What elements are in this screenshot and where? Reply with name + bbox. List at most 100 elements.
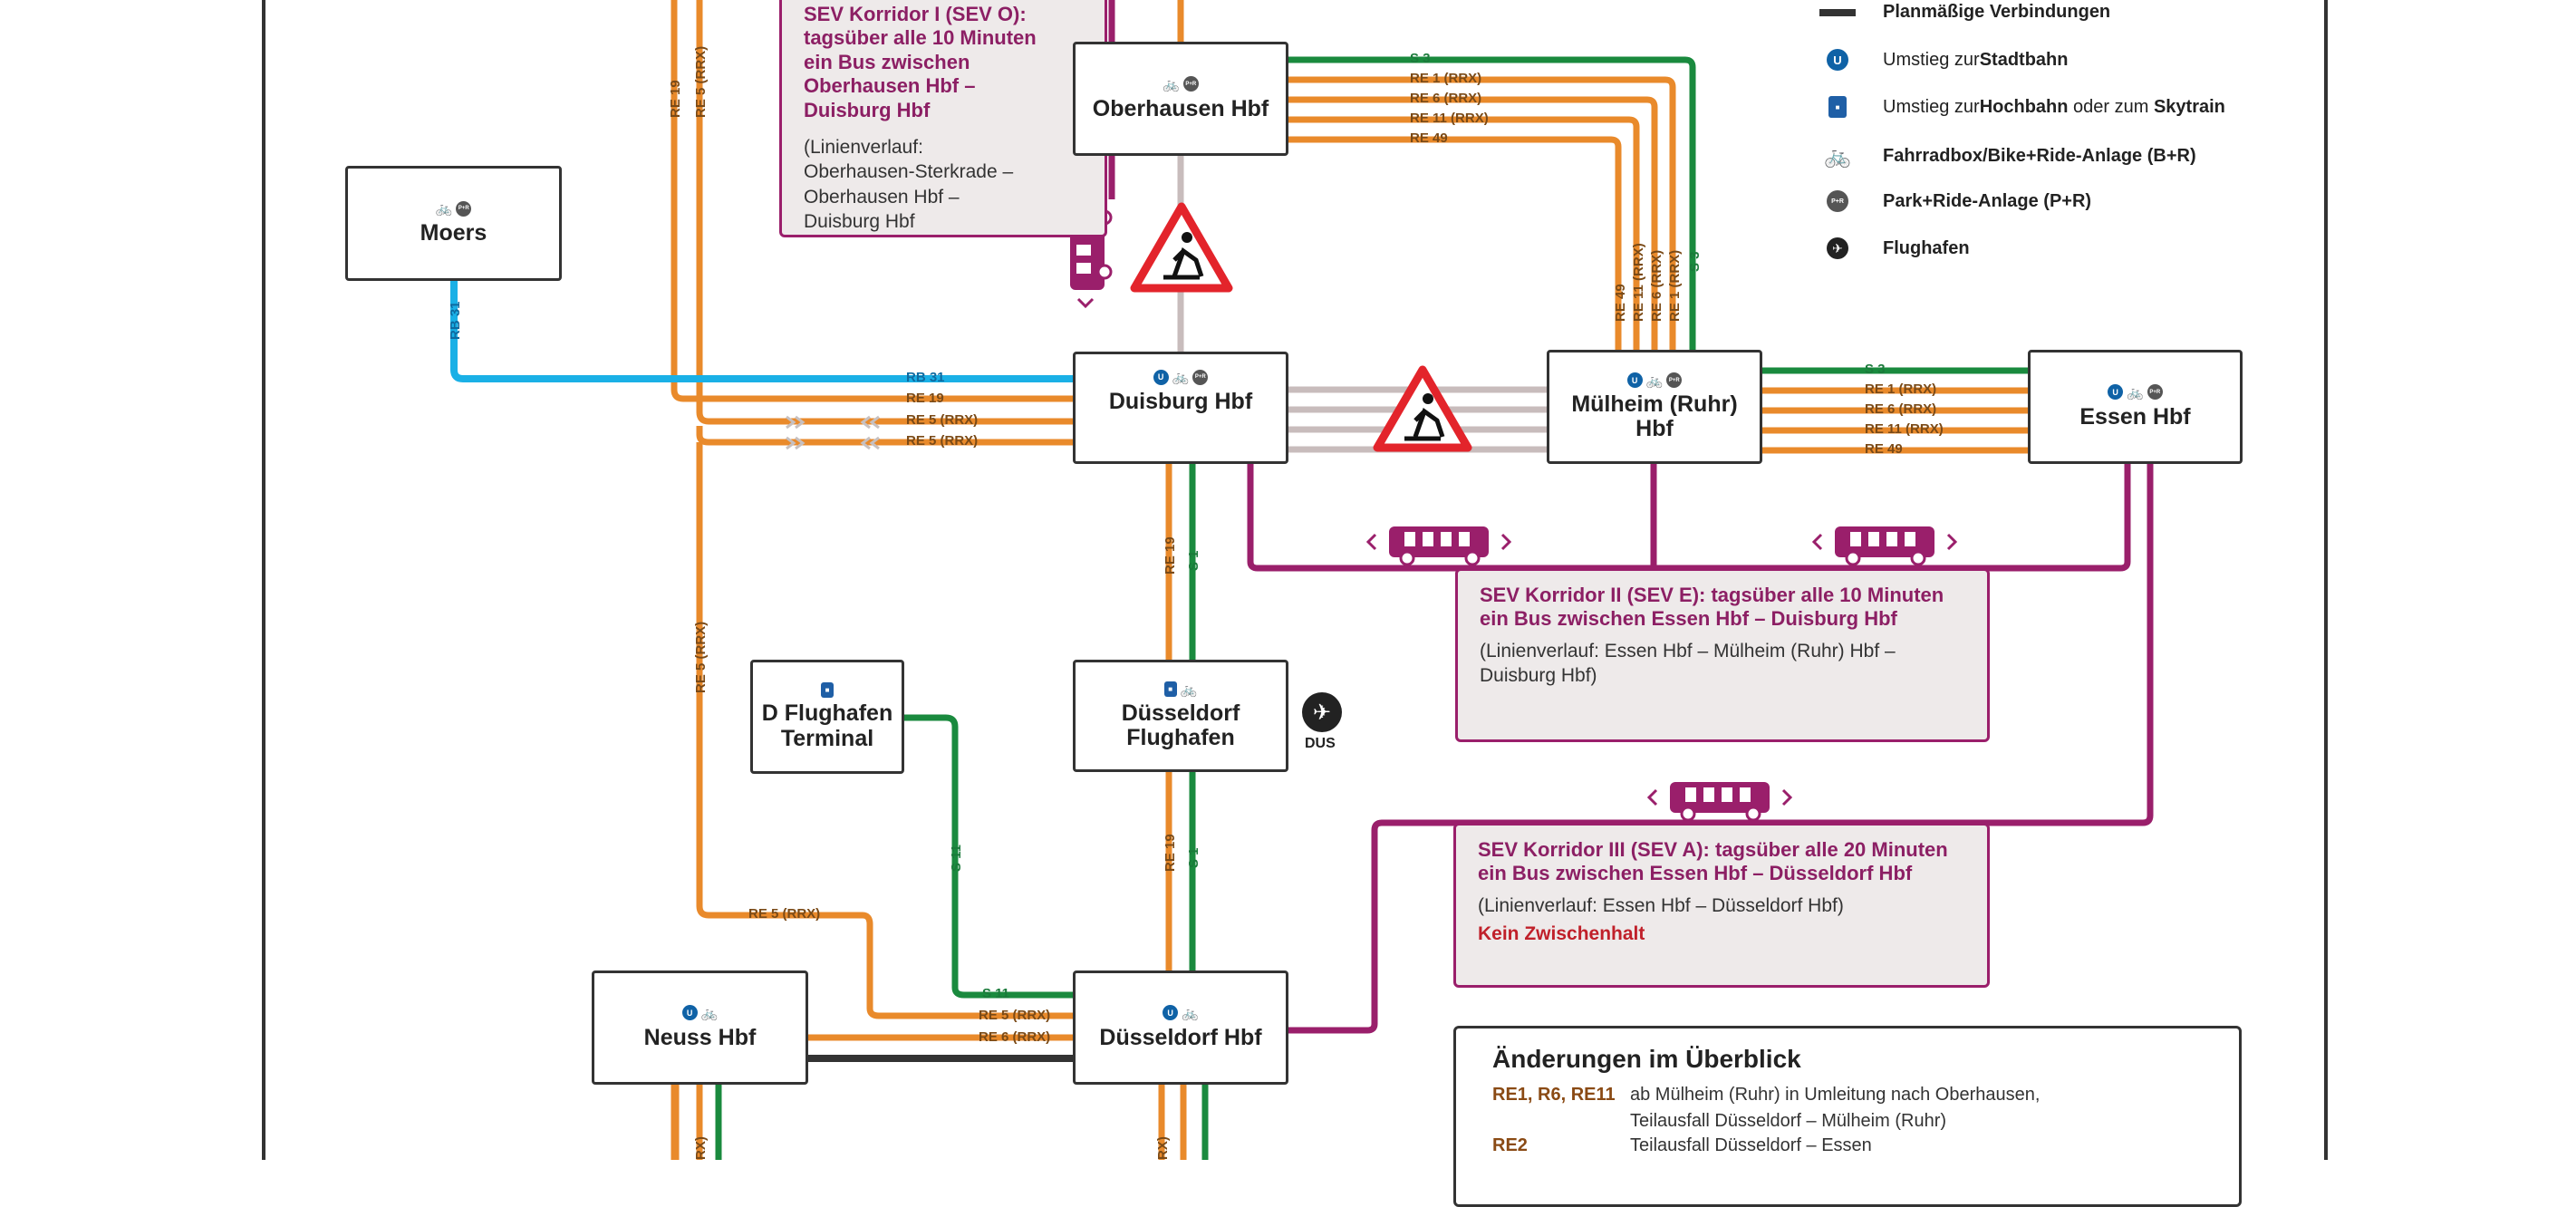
legend-row: 🚲 Fahrradbox/Bike+Ride-Anlage (B+R) — [1819, 143, 2196, 169]
change-key: RE1, R6, RE11 — [1492, 1085, 1616, 1105]
legend-row: P+R Park+Ride-Anlage (P+R) — [1819, 190, 2091, 212]
sev1-route-line: Oberhausen-Sterkrade – — [804, 161, 1014, 183]
changes-title: Änderungen im Überblick — [1492, 1045, 1801, 1073]
sev-corridor-2-route: (Linienverlauf: Essen Hbf – Mülheim (Ruh… — [1480, 639, 1965, 689]
re5-direction-arrows — [786, 415, 880, 450]
line-label: RE 19 — [1163, 834, 1178, 872]
u-bahn-icon: U — [1153, 369, 1169, 385]
u-bahn-icon: U — [1163, 1005, 1179, 1021]
park-ride-icon: P+R — [1666, 372, 1683, 388]
line-label: RB 31 — [906, 370, 945, 385]
u-bahn-icon: U — [2108, 384, 2124, 401]
station-name: Mülheim (Ruhr) — [1571, 391, 1738, 417]
station-d-flughafen-terminal[interactable]: ■ D Flughafen Terminal — [750, 660, 904, 774]
bike-icon: 🚲 — [1172, 370, 1190, 385]
station-name: Hbf — [1635, 416, 1674, 441]
legend-label-bold: Flughafen — [1883, 237, 1970, 258]
u-bahn-icon: U — [1626, 372, 1643, 388]
line-label: RE 1 (RRX) — [1865, 381, 1937, 397]
change-text-line: ab Mülheim (Ruhr) in Umleitung nach Ober… — [1630, 1085, 2041, 1105]
line-label: RE 19 — [668, 80, 683, 118]
park-ride-icon: P+R — [456, 200, 472, 217]
bike-icon: 🚲 — [435, 201, 453, 217]
legend-row: ✈ Flughafen — [1819, 237, 1970, 259]
line-label: RE 49 — [1613, 284, 1628, 322]
bike-icon: 🚲 — [1182, 1005, 1199, 1021]
sev1-title-line: tagsüber alle 10 Minuten — [804, 26, 1037, 50]
sev-corridor-2-box: SEV Korridor II (SEV E): tagsüber alle 1… — [1455, 568, 1990, 742]
change-text: ab Mülheim (Ruhr) in Umleitung nach Ober… — [1630, 1085, 2040, 1132]
line-label: RE 19 — [906, 391, 944, 406]
station-duesseldorf-hbf[interactable]: U 🚲 Düsseldorf Hbf — [1073, 970, 1288, 1085]
line-label: RE 11 (RRX) — [1410, 111, 1489, 126]
bike-icon: 🚲 — [1163, 76, 1180, 92]
line-label: S 11 — [949, 844, 964, 872]
skytrain-icon: ■ — [1163, 681, 1177, 697]
station-muelheim-hbf[interactable]: U 🚲 P+R Mülheim (Ruhr) Hbf — [1547, 350, 1762, 464]
skytrain-icon: ■ — [1819, 96, 1856, 118]
station-name: Neuss Hbf — [643, 1024, 757, 1050]
legend-label: Umstieg zur — [1883, 49, 1980, 70]
legend-label-bold: Skytrain — [2153, 96, 2225, 117]
station-moers[interactable]: 🚲 P+R Moers — [345, 166, 562, 281]
change-row: RE1, R6, RE11 ab Mülheim (Ruhr) in Umlei… — [1492, 1085, 2203, 1132]
change-text-line: Teilausfall Düsseldorf – Mülheim (Ruhr) — [1630, 1111, 1947, 1131]
station-name: Moers — [420, 220, 487, 246]
rb31-line — [450, 279, 1075, 382]
s11-line — [903, 714, 1075, 999]
line-label: RE 6 (RRX) — [1865, 401, 1937, 417]
construction-warning-icon — [1373, 365, 1472, 452]
legend-label: Umstieg zur — [1883, 96, 1980, 117]
bus-icon — [1365, 526, 1512, 566]
line-label: RE 5 (RRX) — [693, 45, 709, 118]
airport-label: DUS — [1305, 736, 1336, 751]
sev2-title-line: ein Bus zwischen Essen Hbf – Duisburg Hb… — [1480, 607, 1897, 631]
legend-row: ■ Umstieg zur Hochbahn oder zum Skytrain — [1819, 96, 2225, 118]
station-oberhausen-hbf[interactable]: 🚲 P+R Oberhausen Hbf — [1073, 42, 1288, 156]
airplane-icon: ✈ — [1302, 692, 1342, 732]
line-label: S 11 — [982, 986, 1010, 1001]
station-icons: ■ — [821, 682, 834, 698]
legend-label-bold: Park+Ride-Anlage (P+R) — [1883, 190, 2092, 211]
change-text-line: Teilausfall Düsseldorf – Essen — [1630, 1135, 1872, 1155]
legend-label: Planmäßige Verbindungen — [1883, 2, 2111, 22]
line-label: RE 5 (RRX) — [906, 433, 979, 449]
line-label: RX) — [1155, 1136, 1171, 1160]
sev1-route-line: Oberhausen Hbf – — [804, 186, 960, 208]
sev3-title-line: ein Bus zwischen Essen Hbf – Düsseldorf … — [1478, 862, 1913, 885]
station-name: Oberhausen Hbf — [1092, 95, 1269, 121]
line-label: S 3 — [1410, 51, 1431, 66]
station-duisburg-hbf[interactable]: U 🚲 P+R Duisburg Hbf — [1073, 352, 1288, 464]
bike-icon: 🚲 — [2127, 384, 2144, 401]
line-label: RE 5 (RRX) — [979, 1008, 1051, 1023]
sev-corridor-1-title: SEV Korridor I (SEV O): tagsüber alle 10… — [804, 3, 1083, 122]
station-name: D Flughafen — [761, 700, 893, 726]
bike-icon: 🚲 — [700, 1005, 719, 1021]
line-label: RX) — [693, 1136, 709, 1160]
muelheim-essen-bundle — [1762, 367, 2028, 454]
park-ride-icon: P+R — [1182, 76, 1199, 92]
line-label: S 1 — [1186, 847, 1201, 868]
station-name: Flughafen — [1126, 725, 1235, 750]
u-bahn-icon: U — [681, 1005, 698, 1021]
station-duesseldorf-flughafen[interactable]: ■ 🚲 Düsseldorf Flughafen — [1073, 660, 1288, 772]
line-label: RE 19 — [1163, 536, 1178, 575]
station-name: Terminal — [780, 725, 874, 751]
station-name: Düsseldorf — [1121, 700, 1240, 726]
bus-icon — [1811, 526, 1958, 566]
legend-label-bold: Stadtbahn — [1979, 49, 2069, 70]
park-ride-icon: P+R — [2147, 384, 2163, 401]
sev-corridor-3-box: SEV Korridor III (SEV A): tagsüber alle … — [1453, 823, 1990, 988]
sev1-title-line: ein Bus zwischen — [804, 50, 970, 73]
sev-corridor-3-note: Kein Zwischenhalt — [1478, 923, 1645, 945]
sev-corridor-2-title: SEV Korridor II (SEV E): tagsüber alle 1… — [1480, 584, 1965, 632]
station-neuss-hbf[interactable]: U 🚲 Neuss Hbf — [592, 970, 808, 1085]
scheduled-line-icon — [1819, 8, 1856, 16]
station-icons: U 🚲 P+R — [2108, 384, 2163, 401]
line-label: RE 6 (RRX) — [1649, 249, 1664, 322]
station-icons: U 🚲 — [681, 1005, 719, 1021]
station-essen-hbf[interactable]: U 🚲 P+R Essen Hbf — [2028, 350, 2243, 464]
station-name: Essen Hbf — [2079, 403, 2191, 430]
sev1-title-line: Duisburg Hbf — [804, 98, 931, 121]
line-label: RE 11 (RRX) — [1631, 243, 1646, 322]
